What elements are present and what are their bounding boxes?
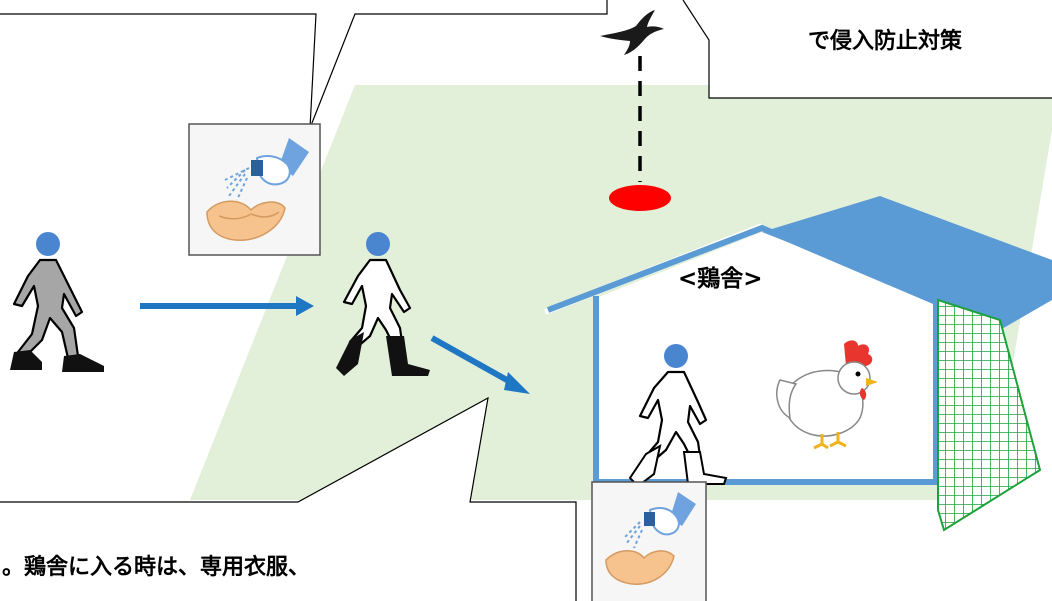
callout-top-left <box>0 0 608 129</box>
walking-person-street-icon <box>10 232 104 372</box>
droppings-marker <box>609 185 671 211</box>
arrow-to-house <box>430 335 530 394</box>
house-roof-slope <box>762 196 1052 330</box>
walking-person-inside-icon <box>628 344 728 488</box>
bird-icon <box>600 10 664 55</box>
callout-bottom-text: 。鶏舎に入る時は、専用衣服、 <box>2 554 310 580</box>
callout-top-right: で侵入防止対策 <box>682 0 1052 99</box>
house-label: <鶏舎> <box>678 265 763 292</box>
callout-top-right-text: で侵入防止対策 <box>808 28 963 54</box>
walking-person-boots-icon <box>336 232 430 376</box>
hand-spray-icon-bottom <box>591 481 707 601</box>
hand-spray-icon <box>188 123 321 256</box>
arrow-to-changing <box>140 296 314 316</box>
callout-bottom: 。鶏舎に入る時は、専用衣服、 <box>0 396 577 601</box>
bird-net <box>937 298 1042 532</box>
chicken-icon <box>776 340 878 450</box>
